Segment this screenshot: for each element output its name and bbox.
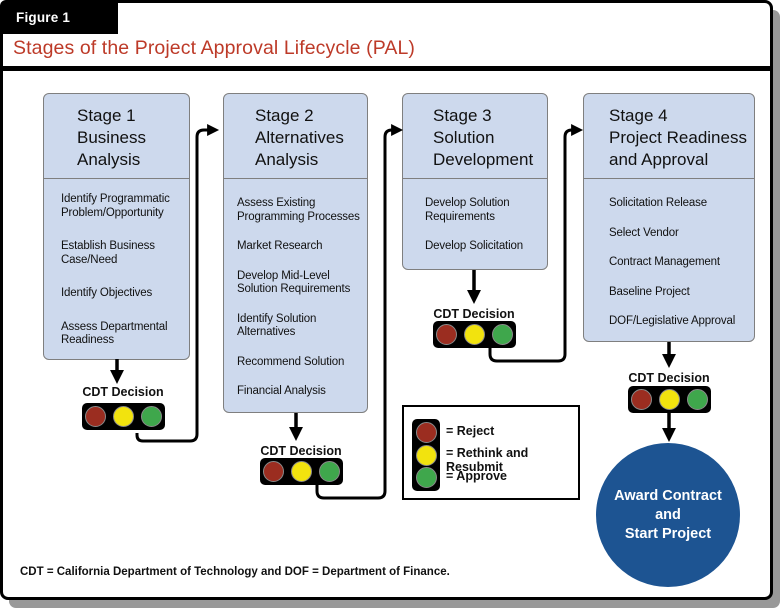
figure-label-tab: Figure 1 xyxy=(0,0,118,34)
legend-label-approve: = Approve xyxy=(446,469,508,483)
figure-frame: Figure 1 Stages of the Project Approval … xyxy=(0,0,773,600)
stage-item: Develop Mid-Level Solution Requirements xyxy=(237,269,351,296)
red-light-icon xyxy=(631,389,652,410)
stage-3-title: Stage 3 Solution Development xyxy=(403,94,547,179)
stage-item: Identify Solution Alternatives xyxy=(237,312,317,339)
stage-item: Market Research xyxy=(237,240,323,252)
legend-traffic-light xyxy=(412,419,440,491)
award-contract-node: Award Contract and Start Project xyxy=(596,443,740,587)
stage-item: Select Vendor xyxy=(609,226,679,239)
stage-4-items: Solicitation Release Select Vendor Contr… xyxy=(584,179,754,329)
yellow-light-icon xyxy=(464,324,485,345)
cdt-decision-label-3: CDT Decision xyxy=(433,307,515,321)
stage-item: DOF/Legislative Approval xyxy=(609,315,736,327)
legend-box: = Reject = Rethink and Resubmit = Approv… xyxy=(402,405,580,500)
stage-1-items: Identify Programmatic Problem/Opportunit… xyxy=(44,179,189,348)
stage-item: Solicitation Release xyxy=(609,197,708,209)
cdt-decision-label-4: CDT Decision xyxy=(628,371,710,385)
stage-item: Identify Objectives xyxy=(61,287,153,299)
stage-item: Develop Solicitation xyxy=(425,240,524,252)
stage-item: Identify Programmatic Problem/Opportunit… xyxy=(61,193,170,219)
cdt-decision-label-2: CDT Decision xyxy=(260,444,342,458)
figure-label: Figure 1 xyxy=(16,9,71,25)
legend-label-reject: = Reject xyxy=(446,424,495,438)
green-light-icon xyxy=(319,461,340,482)
stage-item: Assess Departmental Readiness xyxy=(61,320,168,347)
stage-4-box: Stage 4 Project Readiness and Approval S… xyxy=(583,93,755,342)
stage-4-title: Stage 4 Project Readiness and Approval xyxy=(584,94,754,179)
stage-2-items: Assess Existing Programming Processes Ma… xyxy=(224,179,367,399)
stage-item: Recommend Solution xyxy=(237,355,345,368)
traffic-light-4 xyxy=(628,386,711,413)
legend-label-rethink: = Rethink and Resubmit xyxy=(446,446,529,474)
yellow-light-icon xyxy=(113,406,134,427)
stage-item: Assess Existing Programming Processes xyxy=(237,197,360,223)
green-light-icon xyxy=(141,406,162,427)
stage-2-box: Stage 2 Alternatives Analysis Assess Exi… xyxy=(223,93,368,413)
cdt-decision-label-1: CDT Decision xyxy=(82,385,164,399)
green-light-icon xyxy=(415,467,437,488)
stage-item: Contract Management xyxy=(609,256,720,268)
yellow-light-icon xyxy=(415,444,437,466)
yellow-light-icon xyxy=(291,461,312,482)
green-light-icon xyxy=(687,389,708,410)
red-light-icon xyxy=(85,406,106,427)
stage-2-title: Stage 2 Alternatives Analysis xyxy=(224,94,367,179)
stage-item: Baseline Project xyxy=(609,285,690,298)
stage-1-title: Stage 1 Business Analysis xyxy=(44,94,189,179)
yellow-light-icon xyxy=(659,389,680,410)
stage-item: Develop Solution Requirements xyxy=(425,197,510,223)
stage-3-box: Stage 3 Solution Development Develop Sol… xyxy=(402,93,548,270)
stage-3-items: Develop Solution Requirements Develop So… xyxy=(403,179,547,254)
red-light-icon xyxy=(415,422,437,443)
traffic-light-3 xyxy=(433,321,516,348)
stage-1-box: Stage 1 Business Analysis Identify Progr… xyxy=(43,93,190,360)
red-light-icon xyxy=(263,461,284,482)
stage-item: Establish Business Case/Need xyxy=(61,240,155,266)
traffic-light-1 xyxy=(82,403,165,430)
red-light-icon xyxy=(436,324,457,345)
traffic-light-2 xyxy=(260,458,343,485)
title-divider xyxy=(3,66,770,71)
award-contract-text: Award Contract and Start Project xyxy=(614,487,722,542)
stage-item: Financial Analysis xyxy=(237,385,326,397)
footnote: CDT = California Department of Technolog… xyxy=(20,566,450,578)
green-light-icon xyxy=(492,324,513,345)
figure-title: Stages of the Project Approval Lifecycle… xyxy=(13,37,416,59)
